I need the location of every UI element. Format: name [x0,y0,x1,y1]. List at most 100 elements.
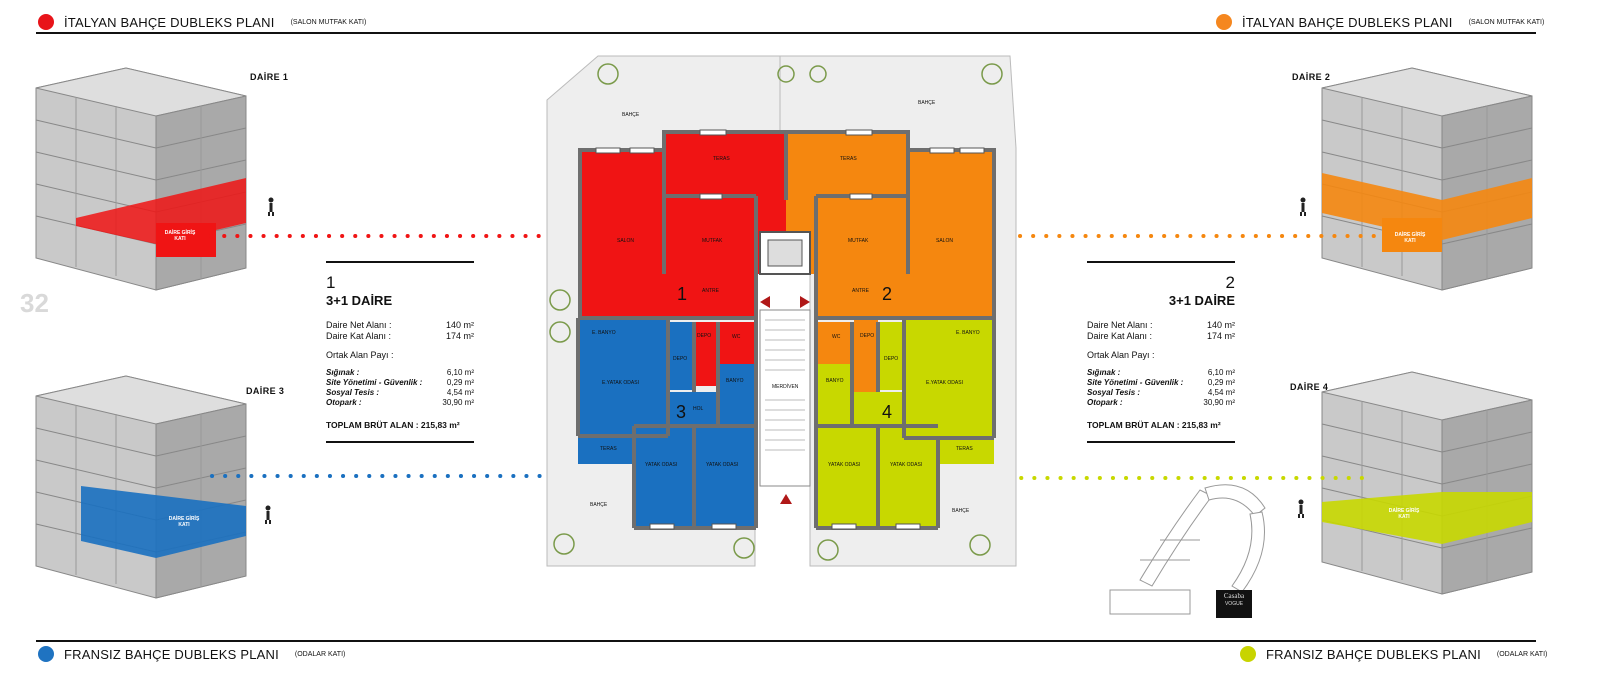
building-isometric-4 [1321,371,1533,595]
common-area-row: Site Yönetimi - Güvenlik :0,29 m² [326,378,474,388]
room-label: DEPO [884,356,899,362]
room-label: SALON [936,238,953,244]
unit-number-2: 2 [882,284,893,304]
room-label: E. BANYO [592,330,616,336]
building-isometric-2 [1321,67,1533,291]
unit-number-4: 4 [882,402,893,422]
room-label: E.YATAK ODASI [926,380,963,386]
common-area-row: Sığınak : 6,10 m² [1087,368,1235,378]
value: 4,54 m² [1207,388,1235,397]
unit-number: 2 [1225,273,1235,292]
room-label: SALON [617,238,634,244]
value: 174 m² [445,331,474,341]
unit-number-1: 1 [677,284,688,304]
panel-bottom-rule [1087,441,1235,443]
stair-core [759,231,811,487]
label: Daire Net Alanı : [326,320,392,330]
value: 140 m² [445,320,474,330]
label: Sığınak : [326,368,360,377]
room-label: DEPO [673,356,688,362]
header-subtitle: (ODALAR KATI) [294,650,346,658]
room-label: YATAK ODASI [890,462,923,468]
unit-type: 3+1 DAİRE [326,293,393,308]
value: 6,10 m² [1207,368,1235,377]
header-subtitle: (SALON MUTFAK KATI) [290,18,367,26]
unit-number: 1 [326,273,336,292]
room-label: TERAS [956,446,973,452]
top-rule [36,32,1536,34]
room-label: WC [732,334,741,340]
building-label-1: DAİRE 1 [250,72,289,82]
room-label: YATAK ODASI [706,462,739,468]
room-label: HOL [693,406,704,412]
room-label: MUTFAK [848,238,869,244]
person-icon [265,197,1306,524]
window-marks [595,129,985,530]
entrance-stamp-1: DAİRE GİRİŞ KATI [164,230,196,242]
label: Daire Kat Alanı : [326,331,392,341]
page-number: 32 [20,288,49,318]
room-label: TERAS [600,446,617,452]
room-label: E.YATAK ODASI [602,380,639,386]
blue-dot-icon [38,646,54,662]
header-title: İTALYAN BAHÇE DUBLEKS PLANI [1242,14,1453,30]
room-label: TERAS [713,156,730,162]
site-plan-mini [1109,484,1266,615]
value: 30,90 m² [442,398,474,407]
entrance-stamp-4: DAİRE GİRİŞ KATI [1388,508,1420,520]
common-area-row: Otopark : 30,90 m² [326,398,474,408]
header-subtitle: (SALON MUTFAK KATI) [1468,18,1545,26]
net-area-row: Daire Net Alanı :140 m² [1087,320,1235,331]
label: Daire Kat Alanı : [1087,331,1153,341]
header-title: FRANSIZ BAHÇE DUBLEKS PLANI [1266,646,1481,662]
bottom-rule [36,640,1536,642]
total-gross-area: TOPLAM BRÜT ALAN : 215,83 m² [1087,420,1221,430]
room-label: YATAK ODASI [645,462,678,468]
value: 0,29 m² [446,378,474,387]
entrance-stamp-3: DAİRE GİRİŞ KATI [168,516,200,528]
logo-text: Casaba VOGUE [1216,592,1252,608]
label: Sığınak : [1087,368,1121,377]
label: Daire Net Alanı : [1087,320,1153,330]
building-isometric-3 [35,375,247,599]
unit-1-red [580,132,786,386]
panel-bottom-rule [326,441,474,443]
room-label: BAHÇE [622,112,640,118]
red-dot-icon [38,14,54,30]
common-area-row: Sosyal Tesis : 4,54 m² [1087,388,1235,398]
unit-info-panel-right: 2 3+1 DAİRE Daire Net Alanı :140 m² Dair… [1087,261,1235,443]
panel-top-rule [326,261,474,263]
room-label: YATAK ODASI [828,462,861,468]
common-area-row: Sığınak : 6,10 m² [326,368,474,378]
label: Sosyal Tesis : [1087,388,1141,397]
room-label: DEPO [860,333,875,339]
common-area-heading: Ortak Alan Payı : [326,350,394,360]
label: Otopark : [1087,398,1123,407]
room-label: BANYO [826,378,844,384]
label: Otopark : [326,398,362,407]
gross-area-row: Daire Kat Alanı : 174 m² [326,331,474,342]
room-label: E. BANYO [956,330,980,336]
room-label: TERAS [840,156,857,162]
common-area-row: Sosyal Tesis :4,54 m² [326,388,474,398]
header-title: FRANSIZ BAHÇE DUBLEKS PLANI [64,646,279,662]
header-bottom-right: FRANSIZ BAHÇE DUBLEKS PLANI (ODALAR KATI… [1240,646,1547,662]
value: 30,90 m² [1203,398,1235,407]
value: 4,54 m² [446,388,474,397]
arrow-icon [760,296,810,504]
building-label-2: DAİRE 2 [1292,72,1331,82]
value: 174 m² [1206,331,1235,341]
yellow-dot-icon [1240,646,1256,662]
room-label: DEPO [697,333,712,339]
common-area-row: Site Yönetimi - Güvenlik :0,29 m² [1087,378,1235,388]
room-label: BAHÇE [952,508,970,514]
room-label: MUTFAK [702,238,723,244]
header-top-left: İTALYAN BAHÇE DUBLEKS PLANI (SALON MUTFA… [38,14,366,30]
unit-type: 3+1 DAİRE [1168,293,1235,308]
room-label: BANYO [726,378,744,384]
unit-info-panel-left: 1 3+1 DAİRE Daire Net Alanı : 140 m² Dair… [326,261,474,443]
value: 6,10 m² [446,368,474,377]
room-label: WC [832,334,841,340]
orange-dot-icon [1216,14,1232,30]
building-label-4: DAİRE 4 [1290,382,1329,392]
